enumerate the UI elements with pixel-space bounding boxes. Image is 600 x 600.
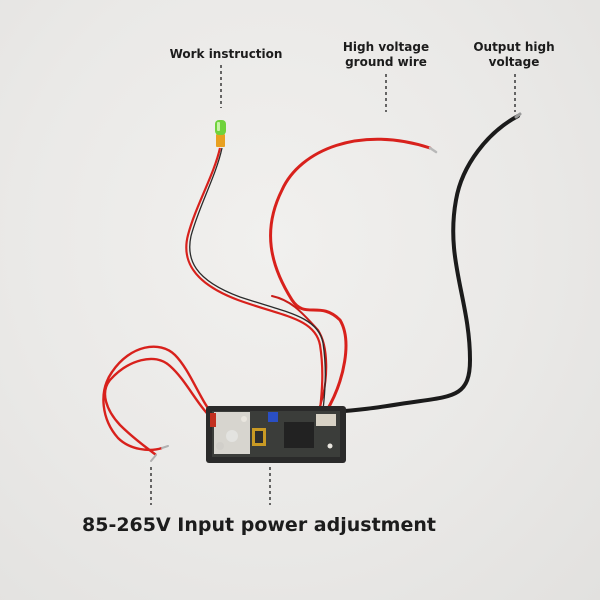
label-high-voltage-ground-wire: High voltage ground wire [342, 40, 430, 69]
label-output-high-voltage: Output high voltage [473, 40, 555, 69]
led-indicator [215, 120, 226, 147]
label-input-power: 85-265V Input power adjustment [82, 514, 436, 536]
label-work-instruction: Work instruction [169, 47, 283, 61]
red-ground-wire [269, 137, 432, 414]
input-wire-2 [103, 357, 219, 456]
power-module-board [206, 406, 346, 463]
input-wire-1 [102, 345, 216, 452]
black-output-wire [330, 114, 520, 414]
led-wire-black [189, 147, 326, 411]
led-wire-red [185, 147, 324, 411]
